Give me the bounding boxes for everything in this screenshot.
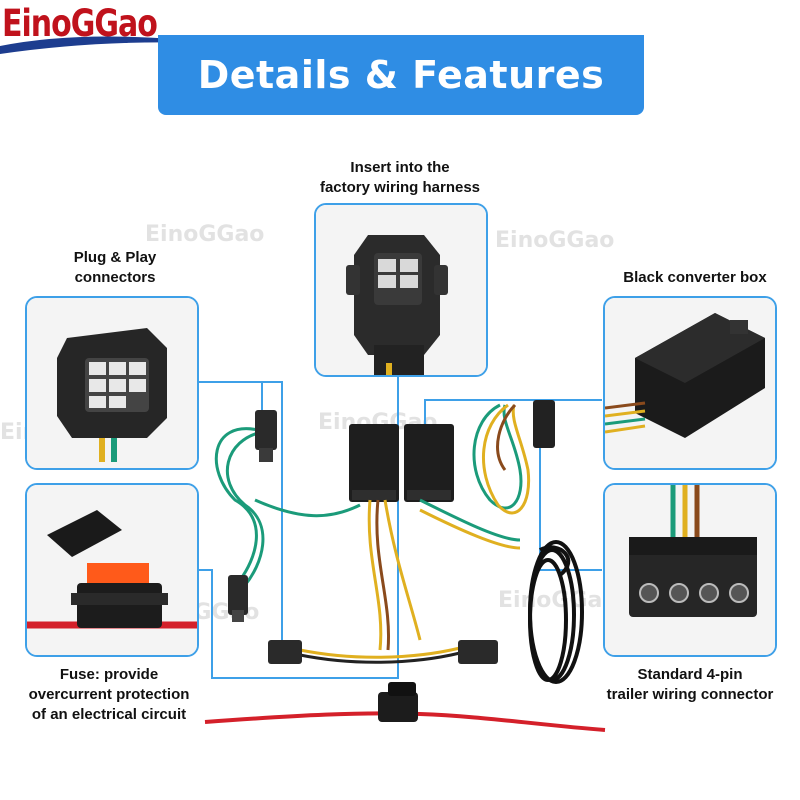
watermark-logo: EinoGGao — [495, 228, 615, 253]
box-plug-play — [25, 296, 199, 470]
watermark-logo: EinoGGao — [145, 222, 265, 247]
box-fuse — [25, 483, 199, 657]
box-harness-plug — [314, 203, 488, 377]
female-connector-icon — [27, 298, 197, 468]
caption-fuse: Fuse: provide overcurrent protection of … — [28, 666, 190, 723]
converter-box-icon — [349, 424, 454, 502]
four-pin-plug-icon — [605, 485, 775, 655]
harness-plug-icon — [316, 205, 486, 375]
watermark-logo: EinoGGao — [498, 588, 618, 613]
caption-insert-harness: Insert into the factory wiring harness — [319, 159, 481, 196]
fuse-holder-icon — [378, 682, 418, 722]
page-title: Details & Features — [197, 53, 605, 97]
caption-plug-play: Plug & Play connectors — [73, 249, 157, 286]
box-converter — [603, 296, 777, 470]
converter-box-icon — [605, 298, 775, 468]
left-connector-icon — [255, 410, 277, 462]
caption-converter-box: Black converter box — [623, 269, 767, 286]
fuse-holder-icon — [27, 485, 197, 655]
logo-text: EinoGGao — [2, 2, 158, 46]
box-four-pin — [603, 483, 777, 657]
caption-four-pin: Standard 4-pin trailer wiring connector — [606, 666, 774, 703]
title-banner: Details & Features — [158, 35, 644, 115]
